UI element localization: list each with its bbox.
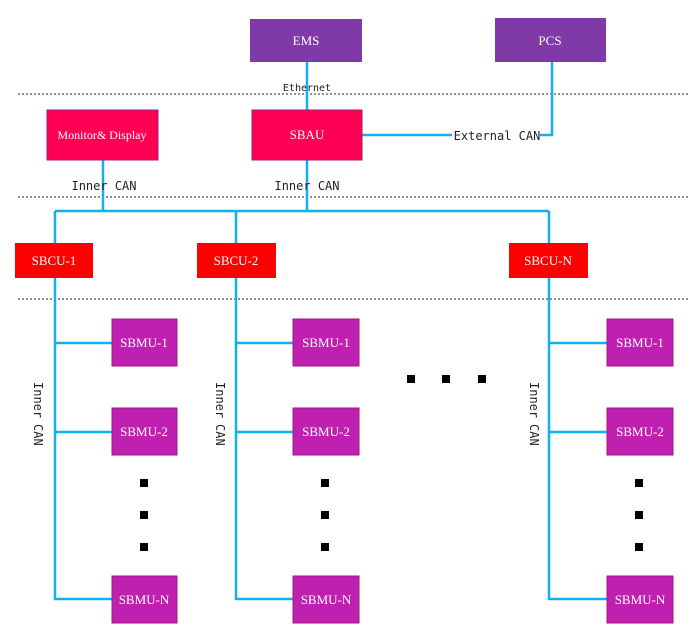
coln-sbmu-2-label: SBMU-2 — [616, 424, 664, 439]
external-can-label: External CAN — [454, 129, 541, 143]
sbcu-1-box — [15, 243, 93, 278]
col2-can-label: CAN — [213, 424, 227, 446]
node-sbau: SBAU — [251, 109, 363, 161]
node-pcs: PCS — [495, 18, 606, 62]
coln-inner-label: Inner — [527, 382, 541, 418]
col1-sbmu-1-box — [111, 318, 178, 367]
node-sbcu-1: SBCU-1 — [15, 243, 93, 278]
ems-box — [250, 19, 362, 62]
col1-sbmu-2-box — [111, 407, 178, 456]
node-coln-sbmu-1: SBMU-1 — [606, 318, 674, 367]
col2-sbmu-2-box — [292, 407, 360, 456]
ems-label: EMS — [293, 33, 320, 48]
col2-bus — [234, 278, 293, 601]
col1-inner-label: Inner — [31, 382, 45, 418]
node-sbcu-2: SBCU-2 — [197, 243, 276, 278]
node-col2-sbmu-2: SBMU-2 — [292, 407, 360, 456]
pcs-box — [495, 18, 606, 62]
node-coln-sbmu-2: SBMU-2 — [606, 407, 674, 456]
coln-ellipsis-3 — [635, 543, 643, 551]
coln-sbmu-1-box — [606, 318, 674, 367]
col1-can-label: CAN — [31, 424, 45, 446]
ethernet-label: Ethernet — [283, 83, 331, 94]
col2-inner-label: Inner — [213, 382, 227, 418]
col2-sbmu-2-label: SBMU-2 — [302, 424, 350, 439]
col2-ellipsis-2 — [321, 511, 329, 519]
coln-sbmu-1-label: SBMU-1 — [616, 335, 664, 350]
node-sbcu-n: SBCU-N — [509, 243, 588, 278]
col1-sbmu-n-box — [111, 575, 178, 624]
sbcu-1-label: SBCU-1 — [32, 253, 77, 268]
sbau-label: SBAU — [290, 127, 325, 142]
coln-sbmu-n-box — [606, 575, 674, 624]
ellipsis-h-3 — [478, 375, 486, 383]
coln-can-label: CAN — [527, 424, 541, 446]
col1-sbmu-1-label: SBMU-1 — [120, 335, 168, 350]
ellipsis-h-2 — [442, 375, 450, 383]
col2-sbmu-1-label: SBMU-1 — [302, 335, 350, 350]
node-col1-sbmu-n: SBMU-N — [111, 575, 178, 624]
col2-sbmu-1-box — [292, 318, 360, 367]
external-can-link-b — [540, 62, 554, 137]
sbau-box — [251, 109, 363, 161]
col2-ellipsis-3 — [321, 543, 329, 551]
col2-ellipsis-1 — [321, 479, 329, 487]
sbcu-n-box — [509, 243, 588, 278]
col1-bus — [53, 278, 112, 601]
coln-sbmu-2-box — [606, 407, 674, 456]
sbcu-2-box — [197, 243, 276, 278]
col2-sbmu-n-box — [292, 575, 360, 624]
coln-bus — [547, 278, 607, 601]
col2-sbmu-n-label: SBMU-N — [301, 592, 352, 607]
coln-sbmu-n-label: SBMU-N — [615, 592, 666, 607]
node-ems: EMS — [250, 19, 362, 62]
connection-lines — [53, 62, 607, 601]
col1-ellipsis-1 — [140, 479, 148, 487]
ellipsis-markers — [140, 375, 643, 551]
sbcu-n-label: SBCU-N — [524, 253, 572, 268]
sbcu-2-label: SBCU-2 — [214, 253, 259, 268]
inner-can-label-sbau: Inner CAN — [274, 179, 339, 193]
node-col2-sbmu-1: SBMU-1 — [292, 318, 360, 367]
monitor-label: Monitor& Display — [58, 128, 147, 142]
col1-ellipsis-3 — [140, 543, 148, 551]
col1-sbmu-2-label: SBMU-2 — [120, 424, 168, 439]
node-coln-sbmu-n: SBMU-N — [606, 575, 674, 624]
monitor-box — [46, 109, 159, 161]
ellipsis-h-1 — [407, 375, 415, 383]
inner-can-label-monitor: Inner CAN — [71, 179, 136, 193]
node-col1-sbmu-1: SBMU-1 — [111, 318, 178, 367]
pcs-label: PCS — [538, 33, 561, 48]
coln-ellipsis-1 — [635, 479, 643, 487]
col1-ellipsis-2 — [140, 511, 148, 519]
node-col1-sbmu-2: SBMU-2 — [111, 407, 178, 456]
col1-sbmu-n-label: SBMU-N — [119, 592, 170, 607]
node-col2-sbmu-n: SBMU-N — [292, 575, 360, 624]
coln-ellipsis-2 — [635, 511, 643, 519]
node-monitor: Monitor& Display — [46, 109, 159, 161]
